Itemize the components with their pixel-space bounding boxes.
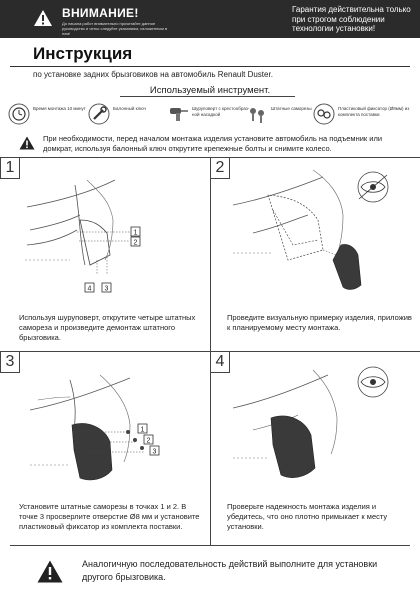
warning-icon [37, 560, 63, 583]
step-number: 2 [210, 157, 230, 179]
step1-illustration: 1 2 3 4 [25, 179, 141, 293]
step4-illustration [233, 366, 389, 478]
step3-illustration: 1 2 3 [30, 374, 160, 481]
warning-subtext: До начала работ внимательно прочитайте д… [62, 21, 168, 36]
wrench-icon [88, 103, 110, 125]
step-description: Проведите визуальную примерку изделия, п… [227, 313, 412, 332]
step-description: Проверьте надежность монтажа изделия и у… [227, 502, 388, 531]
callout-label: 4 [88, 286, 92, 293]
preparation-note: При необходимости, перед началом монтажа… [43, 134, 383, 153]
step-number: 4 [210, 351, 230, 373]
callout-label: 2 [147, 438, 151, 445]
title-divider [10, 66, 410, 67]
footer-divider [10, 545, 410, 546]
tool-label: Пластиковый фиксатор (Ø8мм) из комплекта… [338, 106, 410, 117]
tool-label: Время монтажа 10 минут [33, 106, 86, 111]
callout-label: 1 [134, 230, 138, 237]
screws-icon [250, 108, 264, 123]
step-description: Установите штатные саморезы в точках 1 и… [19, 502, 200, 531]
callout-label: 3 [105, 286, 109, 293]
step-number: 1 [0, 157, 20, 179]
guarantee-text: Гарантия действительна только при строго… [292, 5, 411, 33]
step-description: Используя шуруповерт, открутите четыре ш… [19, 313, 196, 342]
screwdriver-icon [170, 108, 188, 121]
tools-divider [120, 96, 295, 97]
warning-header: ВНИМАНИЕ! До начала работ внимательно пр… [0, 0, 420, 38]
clip-icon [313, 103, 335, 125]
clock-icon [8, 103, 30, 125]
footer-note: Аналогичную последовательность действий … [82, 559, 378, 582]
callout-label: 1 [141, 427, 145, 434]
tool-label: Штатные саморезы [271, 106, 312, 111]
tool-label: Шуруповерт с крестообраз-ной насадкой [192, 106, 250, 117]
step2-illustration [233, 169, 389, 290]
callout-label: 3 [153, 449, 157, 456]
warning-title: ВНИМАНИЕ! [62, 6, 139, 20]
warning-icon [19, 136, 35, 150]
tool-label: Балонный ключ [113, 106, 146, 111]
callout-label: 2 [134, 240, 138, 247]
step-number: 3 [0, 351, 20, 373]
page-subtitle: по установке задних брызговиков на автом… [33, 70, 273, 79]
page-title: Инструкция [33, 44, 133, 63]
tools-heading: Используемый инструмент. [149, 85, 271, 96]
warning-icon [34, 10, 52, 26]
